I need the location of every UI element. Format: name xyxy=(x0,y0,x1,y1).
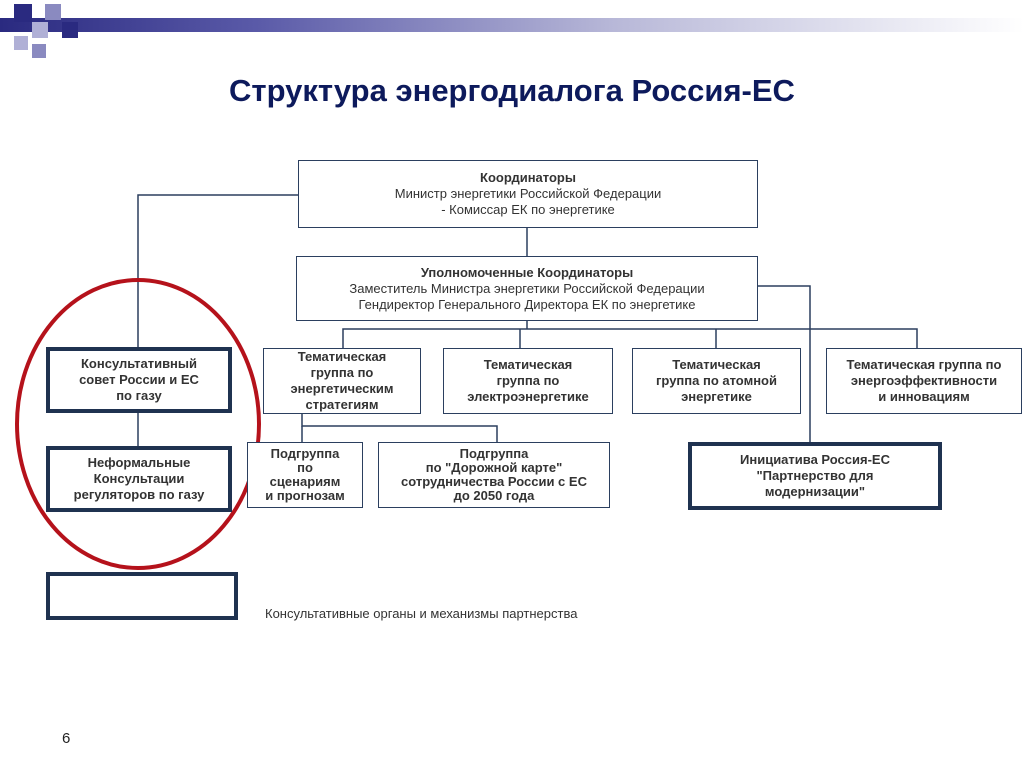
header-gradient-bar xyxy=(0,18,1024,32)
deco-square xyxy=(62,22,78,38)
advisory-council-label: Консультативный совет России и ЕС по газ… xyxy=(79,356,199,403)
thematic-group-label: Тематическая группа по атомной энергетик… xyxy=(656,357,777,404)
subgroup-label: Подгруппа по сценариям и прогнозам xyxy=(265,446,345,503)
deco-square xyxy=(14,36,28,50)
advisory-council-box: Консультативный совет России и ЕС по газ… xyxy=(46,347,232,413)
deco-square xyxy=(32,44,46,58)
highlight-circle xyxy=(15,278,261,570)
authorized-coordinators-heading: Уполномоченные Координаторы xyxy=(420,264,634,280)
modernization-initiative-box: Инициатива Россия-ЕС "Партнерство для мо… xyxy=(688,442,942,510)
deco-square xyxy=(45,4,61,20)
deco-square xyxy=(14,4,32,22)
initiative-label: Инициатива Россия-ЕС "Партнерство для мо… xyxy=(740,452,890,499)
thematic-group-energy-efficiency: Тематическая группа по энергоэффективнос… xyxy=(826,348,1022,414)
subgroup-scenarios: Подгруппа по сценариям и прогнозам xyxy=(247,442,363,508)
thematic-group-label: Тематическая группа по энергоэффективнос… xyxy=(846,357,1002,404)
thematic-group-label: Тематическая группа по электроэнергетике xyxy=(467,357,589,404)
subgroup-label: Подгруппа по "Дорожной карте" сотрудниче… xyxy=(401,446,587,503)
authorized-coordinators-body: Заместитель Министра энергетики Российск… xyxy=(349,280,705,312)
page-number: 6 xyxy=(62,730,71,747)
thematic-group-label: Тематическая группа по энергетическим ст… xyxy=(290,349,394,412)
legend-label: Консультативные органы и механизмы партн… xyxy=(265,606,578,621)
coordinators-box: Координаторы Министр энергетики Российск… xyxy=(298,160,758,228)
authorized-coordinators-box: Уполномоченные Координаторы Заместитель … xyxy=(296,256,758,321)
slide-title: Структура энергодиалога Россия-ЕС xyxy=(229,73,795,108)
legend-swatch xyxy=(46,572,238,620)
thematic-group-nuclear: Тематическая группа по атомной энергетик… xyxy=(632,348,801,414)
coordinators-heading: Координаторы xyxy=(480,170,576,185)
deco-square xyxy=(32,22,48,38)
thematic-group-energy-strategies: Тематическая группа по энергетическим ст… xyxy=(263,348,421,414)
thematic-group-electric-power: Тематическая группа по электроэнергетике xyxy=(443,348,613,414)
informal-consultations-label: Неформальные Консультации регуляторов по… xyxy=(73,455,205,502)
informal-consultations-box: Неформальные Консультации регуляторов по… xyxy=(46,446,232,512)
subgroup-roadmap-2050: Подгруппа по "Дорожной карте" сотрудниче… xyxy=(378,442,610,508)
coordinators-body: Министр энергетики Российской Федерации … xyxy=(394,186,662,217)
